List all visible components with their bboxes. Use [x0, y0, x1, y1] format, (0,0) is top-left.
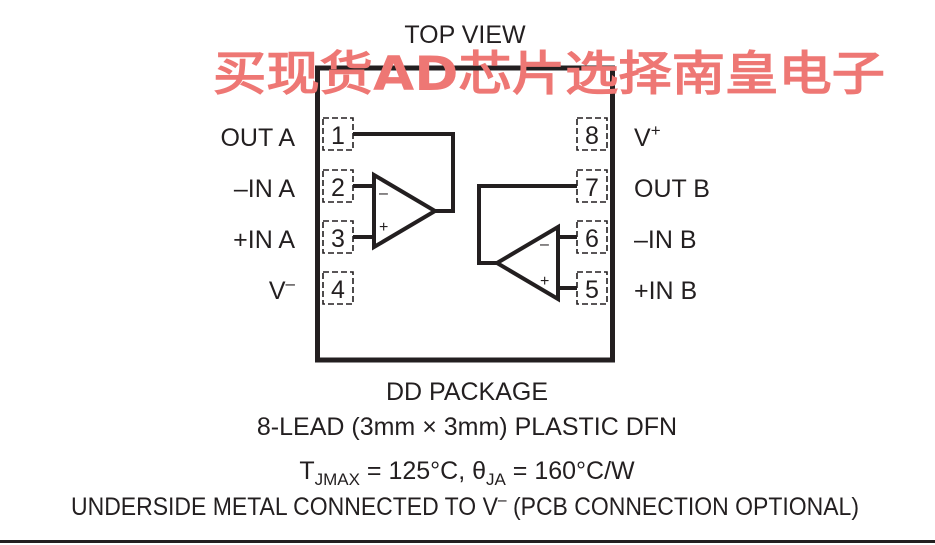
pin-name-v-plus: V+: [634, 121, 661, 152]
amp-b-triangle: [493, 223, 560, 303]
pin-number-8: 8: [585, 122, 599, 150]
pin-name-in-minus-b: –IN B: [634, 226, 697, 254]
amp-b-plus-sign: +: [540, 273, 549, 290]
pin-number-7: 7: [585, 174, 599, 202]
package-name: DD PACKAGE: [386, 378, 548, 406]
pin-pad-6: [576, 220, 608, 254]
amp-a-plus-sign: +: [379, 219, 388, 236]
pin-name-v-minus: V–: [269, 274, 296, 305]
pin-name-out-a: OUT A: [220, 124, 295, 152]
pin-pad-4: [322, 271, 354, 305]
pin-name-in-plus-b: +IN B: [634, 277, 697, 305]
package-description: 8-LEAD (3mm × 3mm) PLASTIC DFN: [257, 413, 677, 441]
amp-a-triangle: [372, 171, 439, 251]
pin-name-out-b: OUT B: [634, 175, 710, 203]
watermark-text: 买现货AD芯片选择南皇电子: [213, 47, 885, 102]
amp-b-minus-sign: –: [540, 236, 549, 253]
pin-number-4: 4: [331, 276, 345, 304]
pin-number-3: 3: [331, 225, 345, 253]
superscript-plus: +: [651, 121, 661, 140]
pin-number-5: 5: [585, 276, 599, 304]
pin-number-2: 2: [331, 174, 345, 202]
top-view-label: TOP VIEW: [404, 21, 526, 49]
thermal-spec: TJMAX = 125°C, θJA = 160°C/W: [299, 457, 635, 489]
pin-number-6: 6: [585, 225, 599, 253]
pin-pad-2: [322, 169, 354, 203]
pin-name-in-plus-a: +IN A: [233, 226, 295, 254]
pin-pad-1: [322, 117, 354, 151]
pin-number-1: 1: [331, 122, 345, 150]
superscript-minus: –: [286, 274, 296, 293]
pin-pad-3: [322, 220, 354, 254]
amp-a-feedback-wire: [353, 132, 455, 213]
amp-b-feedback-wire: [477, 184, 577, 265]
amp-a-minus-sign: –: [379, 185, 388, 202]
pin-name-in-minus-a: –IN A: [234, 175, 295, 203]
package-outline: [315, 65, 615, 363]
underside-note: UNDERSIDE METAL CONNECTED TO V– (PCB CON…: [71, 490, 859, 521]
pin-pad-8: [576, 117, 608, 151]
